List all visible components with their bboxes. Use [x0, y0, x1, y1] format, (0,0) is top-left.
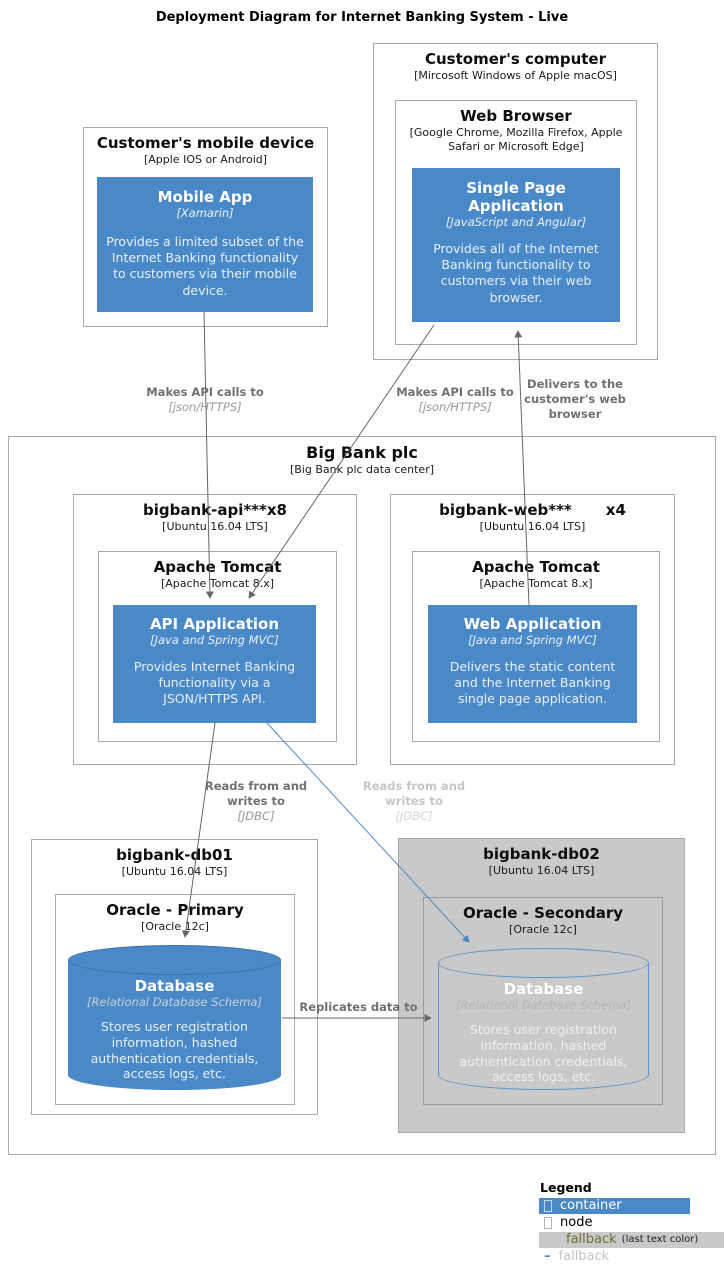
container-description: Provides Internet Banking functionality …	[133, 658, 296, 707]
legend-label: fallback	[558, 1249, 610, 1264]
relationship-label: Delivers to the customer's web browser	[524, 377, 626, 421]
legend-item-fallback-line: – fallback	[539, 1249, 724, 1265]
fallback-line-icon: –	[544, 1249, 551, 1264]
relationship-label: Makes API calls to	[146, 385, 264, 399]
container-title: Web Application	[463, 615, 602, 633]
node-title: Web Browser	[460, 107, 572, 125]
label-api-to-db1: Reads from and writes to [JDBC]	[186, 779, 326, 824]
container-description: Stores user registration information, ha…	[90, 1019, 259, 1082]
node-subtitle: [Apache Tomcat 8.x]	[160, 576, 274, 590]
missing-glyph-icon	[544, 1216, 552, 1229]
relationship-label: Makes API calls to	[396, 385, 514, 399]
legend-label: container	[560, 1198, 622, 1213]
container-description: Provides all of the Internet Banking fun…	[433, 240, 599, 305]
node-title: Oracle - Primary	[106, 901, 244, 919]
node-subtitle: [Ubuntu 16.04 LTS]	[488, 863, 595, 877]
node-title-text: bigbank-web***	[439, 501, 572, 519]
node-subtitle: [Ubuntu 16.04 LTS]	[162, 519, 268, 533]
diagram-title: Deployment Diagram for Internet Banking …	[155, 10, 569, 25]
node-subtitle: [Ubuntu 16.04 LTS]	[121, 864, 228, 878]
container-database-primary: Database [Relational Database Schema] St…	[68, 945, 281, 1090]
node-subtitle: [Big Bank plc data center]	[289, 463, 435, 476]
container-tech: [Relational Database Schema]	[87, 995, 262, 1009]
legend: Legend container node fallback (last tex…	[539, 1180, 724, 1266]
label-db1-to-db2: Replicates data to	[286, 1000, 431, 1015]
container-title: Database	[503, 980, 584, 998]
node-title: Customer's computer	[424, 50, 607, 68]
container-title: API Application	[149, 615, 280, 633]
node-title: Oracle - Secondary	[462, 904, 624, 922]
container-mobile-app: Mobile App [Xamarin] Provides a limited …	[97, 177, 313, 312]
node-title: Apache Tomcat	[472, 558, 600, 576]
label-webapp-to-spa: Delivers to the customer's web browser	[513, 377, 637, 422]
container-title: Single Page Application	[466, 179, 566, 215]
container-title: Mobile App	[157, 188, 253, 206]
container-tech: [Java and Spring MVC]	[468, 633, 597, 647]
cylinder-body	[438, 963, 649, 1075]
relationship-tech: [json/HTTPS]	[168, 399, 242, 414]
container-tech: [Relational Database Schema]	[456, 998, 631, 1012]
node-title: Customer's mobile device	[96, 134, 315, 152]
relationship-tech: [json/HTTPS]	[418, 399, 492, 414]
label-spa-to-api: Makes API calls to [json/HTTPS]	[385, 385, 525, 415]
relationship-label: Reads from and writes to	[362, 779, 466, 808]
container-tech: [Java and Spring MVC]	[150, 633, 279, 647]
missing-glyph-icon	[544, 1199, 552, 1212]
legend-title: Legend	[540, 1180, 592, 1195]
node-subtitle: [Apache Tomcat 8.x]	[479, 576, 593, 590]
legend-item-fallback-box: fallback (last text color)	[539, 1231, 724, 1248]
container-tech: [Xamarin]	[176, 206, 234, 220]
legend-label: fallback	[566, 1232, 617, 1247]
cylinder-top	[438, 948, 649, 978]
relationship-label: Replicates data to	[299, 1000, 418, 1014]
node-subtitle: [Google Chrome, Mozilla Firefox, Apple S…	[409, 125, 623, 153]
container-web-application: Web Application [Java and Spring MVC] De…	[428, 605, 637, 723]
node-subtitle: [Oracle 12c]	[141, 919, 209, 933]
container-api-application: API Application [Java and Spring MVC] Pr…	[113, 605, 316, 723]
node-subtitle: [Ubuntu 16.04 LTS]	[479, 519, 586, 533]
container-tech: [JavaScript and Angular]	[445, 215, 587, 229]
legend-label-suffix: (last text color)	[621, 1233, 699, 1245]
node-title: Apache Tomcat	[153, 558, 282, 576]
node-title: Big Bank plc	[306, 443, 418, 462]
container-description: Stores user registration information, ha…	[459, 1022, 628, 1085]
label-mobile-to-api: Makes API calls to [json/HTTPS]	[135, 385, 275, 415]
node-title-suffix: x4	[605, 501, 626, 519]
node-title: bigbank-web*** x4	[391, 501, 674, 520]
container-single-page-application: Single Page Application [JavaScript and …	[412, 168, 620, 322]
relationship-label: Reads from and writes to	[204, 779, 308, 808]
node-subtitle: [Apple IOS or Android]	[143, 152, 268, 166]
node-title: bigbank-db02	[483, 845, 600, 863]
node-subtitle: [Mircosoft Windows of Apple macOS]	[414, 68, 617, 82]
container-title: Database	[134, 977, 215, 995]
node-title: bigbank-db01	[116, 846, 233, 864]
legend-item-container: container	[539, 1197, 690, 1214]
node-title: bigbank-api***x8	[142, 501, 287, 519]
legend-label: node	[560, 1215, 593, 1230]
label-api-to-db2: Reads from and writes to [JDBC]	[344, 779, 484, 824]
container-description: Provides a limited subset of the Interne…	[106, 233, 304, 298]
cylinder-top	[68, 945, 281, 975]
legend-item-node: node	[539, 1215, 724, 1231]
cylinder-body	[68, 960, 281, 1075]
container-database-secondary: Database [Relational Database Schema] St…	[438, 948, 649, 1090]
relationship-tech: [JDBC]	[237, 808, 275, 823]
relationship-tech: [JDBC]	[395, 808, 433, 823]
container-description: Delivers the static content and the Inte…	[449, 658, 616, 707]
node-subtitle: [Oracle 12c]	[509, 922, 577, 936]
